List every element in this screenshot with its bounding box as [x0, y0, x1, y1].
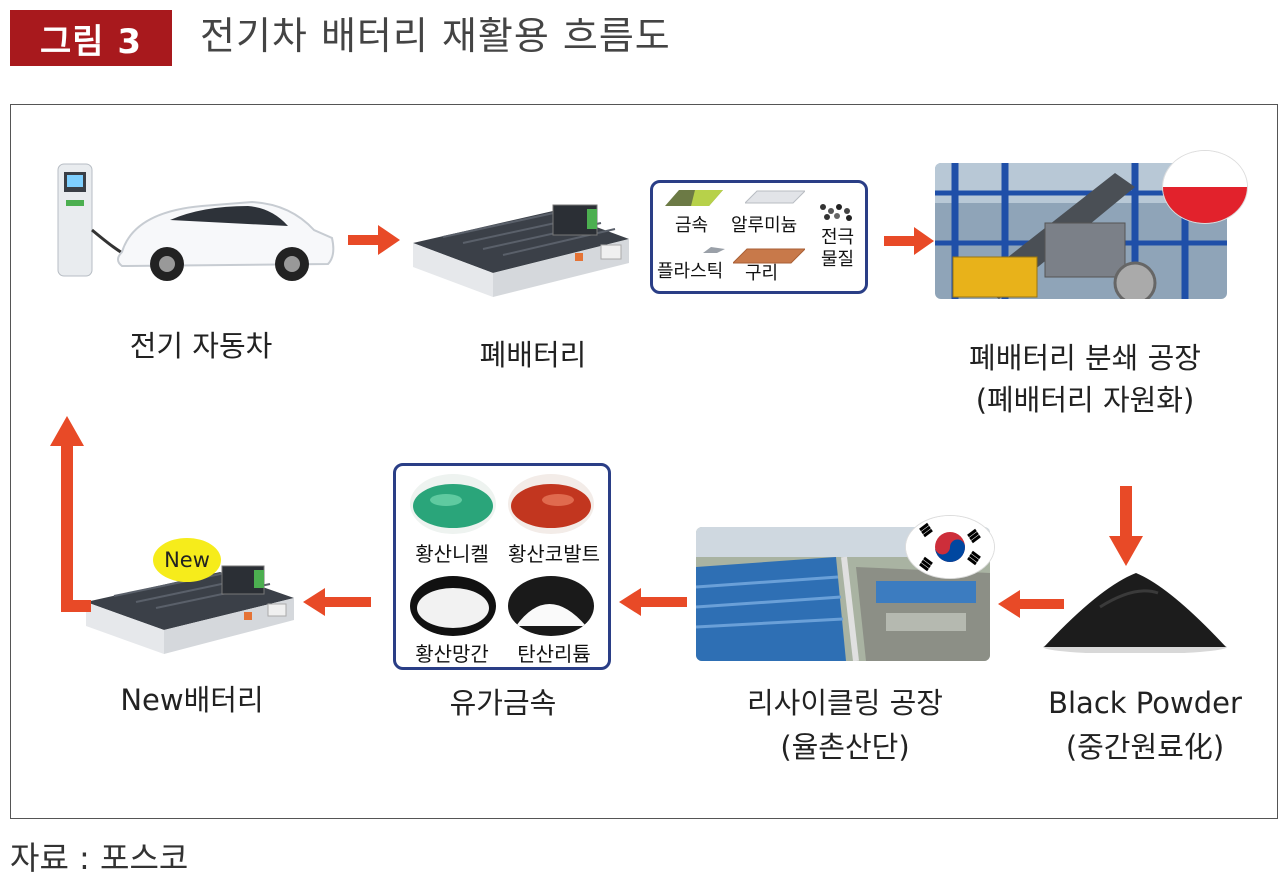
new-battery-image	[80, 558, 302, 660]
waste-battery-image	[403, 193, 639, 303]
cobalt-sulfate-label: 황산코발트	[508, 542, 600, 566]
korea-flag-icon	[906, 516, 994, 578]
crushing-plant-label-2: (폐배터리 자원화)	[975, 383, 1195, 417]
material-aluminum-label: 알루미늄	[731, 215, 798, 236]
material-electrode-label-2: 물질	[821, 249, 855, 270]
arrow-right-1	[348, 225, 400, 255]
material-electrode-label-1: 전극	[821, 227, 855, 248]
material-metal-label: 금속	[675, 215, 709, 236]
electrode-material-icon	[820, 204, 852, 221]
black-powder-label-1: Black Powder	[1048, 686, 1242, 720]
arrow-down	[1109, 486, 1143, 566]
manganese-sulfate-image	[410, 576, 496, 636]
aluminum-sheet-icon	[745, 190, 805, 204]
arrow-left-1	[998, 590, 1064, 618]
recycling-plant-label-2: (율촌산단)	[780, 730, 910, 764]
arrow-return-up	[50, 416, 84, 612]
new-badge: New	[153, 538, 221, 582]
recycling-plant-label-1: 리사이클링 공장	[747, 686, 943, 720]
black-powder-label-2: (중간원료化)	[1065, 730, 1225, 764]
nickel-sulfate-label: 황산니켈	[415, 542, 489, 566]
waste-battery-label: 폐배터리	[479, 338, 587, 372]
nickel-sulfate-image	[410, 474, 496, 534]
crushing-plant-label-1: 폐배터리 분쇄 공장	[969, 341, 1201, 375]
metal-sheet-icon	[665, 190, 723, 206]
cobalt-sulfate-image	[508, 474, 594, 534]
arrow-left-3	[303, 588, 371, 616]
black-powder-image	[1040, 567, 1230, 653]
source-note: 자료 : 포스코	[10, 839, 189, 877]
poland-flag-icon	[1163, 151, 1247, 223]
arrow-return-base	[61, 600, 91, 612]
manganese-sulfate-label: 황산망간	[415, 642, 489, 666]
lithium-carbonate-label: 탄산리튬	[517, 642, 591, 666]
valuable-metals-box: 황산니켈 황산코발트 황산망간 탄산리튬	[393, 463, 611, 670]
battery-materials-box: 금속 알루미늄 전극 물질 플라스틱 구리	[650, 180, 868, 294]
copper-sheet-icon	[733, 248, 805, 264]
arrow-left-2	[619, 588, 687, 616]
plastic-piece-icon	[703, 247, 725, 253]
ev-label: 전기 자동차	[129, 329, 273, 363]
material-plastic-label: 플라스틱	[657, 261, 724, 282]
lithium-carbonate-image	[508, 576, 594, 636]
figure-title: 전기차 배터리 재활용 흐름도	[200, 14, 671, 58]
material-copper-label: 구리	[745, 263, 779, 284]
new-battery-label: New배터리	[120, 683, 264, 717]
figure-number-badge: 그림 3	[10, 10, 172, 66]
valuable-metals-label: 유가금속	[449, 686, 557, 720]
arrow-right-2	[884, 227, 934, 255]
electric-car-image	[52, 160, 342, 288]
